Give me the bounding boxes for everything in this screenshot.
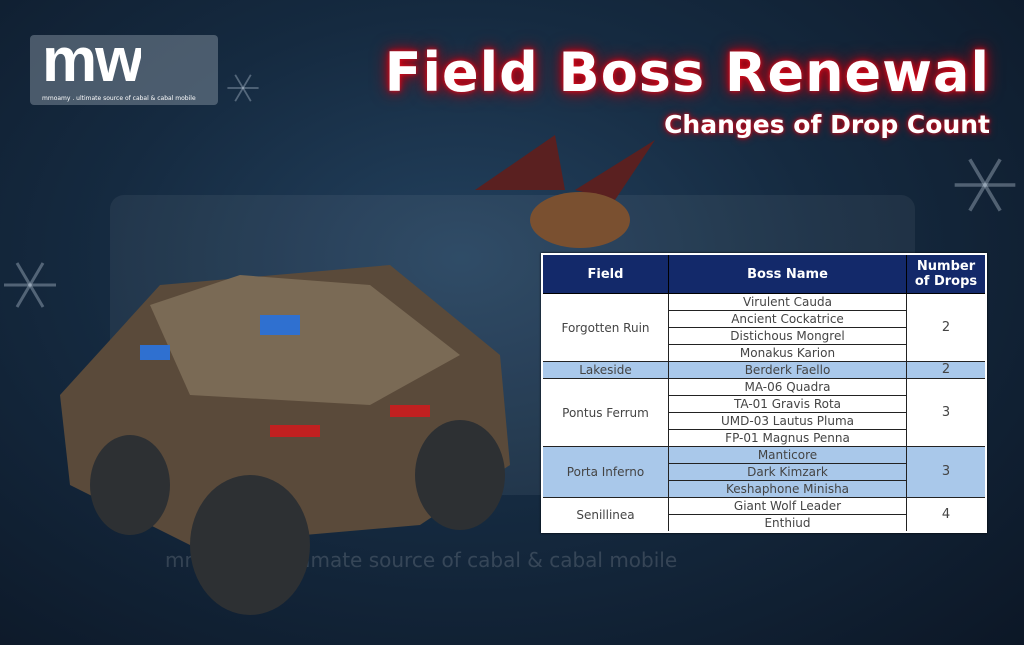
table-row: FP-01 Magnus Penna [542,429,986,447]
boss-name-cell: Enthiud [668,514,907,533]
field-cell: Porta Inferno [541,446,669,498]
boss-name-cell: Distichous Mongrel [668,327,907,345]
tank-vehicle-image [60,265,510,615]
column-header-drops: Number of Drops [906,253,987,294]
column-header-boss-name: Boss Name [668,253,907,294]
boss-name-cell: Giant Wolf Leader [668,497,907,515]
field-cell: Pontus Ferrum [541,378,669,447]
boss-name-cell: Keshaphone Minisha [668,480,907,498]
table-row: Enthiud [542,514,986,533]
boss-name-cell: FP-01 Magnus Penna [668,429,907,447]
snowflake-icon [227,74,259,102]
logo-tagline: mmoamy . ultimate source of cabal & caba… [42,95,196,102]
table-row: Ancient Cockatrice [542,310,986,328]
column-header-field: Field [541,253,669,294]
boss-name-cell: Berderk Faello [668,361,907,379]
page-subtitle: Changes of Drop Count [664,110,990,139]
field-cell: Lakeside [541,361,669,379]
boss-name-cell: TA-01 Gravis Rota [668,395,907,413]
boss-name-cell: Ancient Cockatrice [668,310,907,328]
table-row: Keshaphone Minisha [542,480,986,498]
boss-name-cell: MA-06 Quadra [668,378,907,396]
boss-name-cell: Virulent Cauda [668,293,907,311]
boss-name-cell: Manticore [668,446,907,464]
drops-cell: 4 [906,497,987,533]
drops-cell: 3 [906,378,987,447]
field-cell: Senillinea [541,497,669,533]
drops-cell: 3 [906,446,987,498]
boss-name-cell: Dark Kimzark [668,463,907,481]
drop-count-table: Field Boss Name Number of Drops Forgotte… [541,253,987,533]
dragon-boss-image [475,135,655,248]
boss-name-cell: UMD-03 Lautus Pluma [668,412,907,430]
drops-cell: 2 [906,293,987,362]
table-row: Distichous Mongrel [542,327,986,345]
table-row: Dark Kimzark [542,463,986,481]
page-title: Field Boss Renewal [384,41,990,104]
snowflake-icon [954,158,1016,212]
site-logo: mw mmoamy . ultimate source of cabal & c… [30,31,218,105]
logo-mark: mw [42,31,142,91]
field-cell: Forgotten Ruin [541,293,669,362]
snowflake-icon [4,262,56,308]
drops-cell: 2 [906,361,987,379]
boss-name-cell: Monakus Karion [668,344,907,362]
